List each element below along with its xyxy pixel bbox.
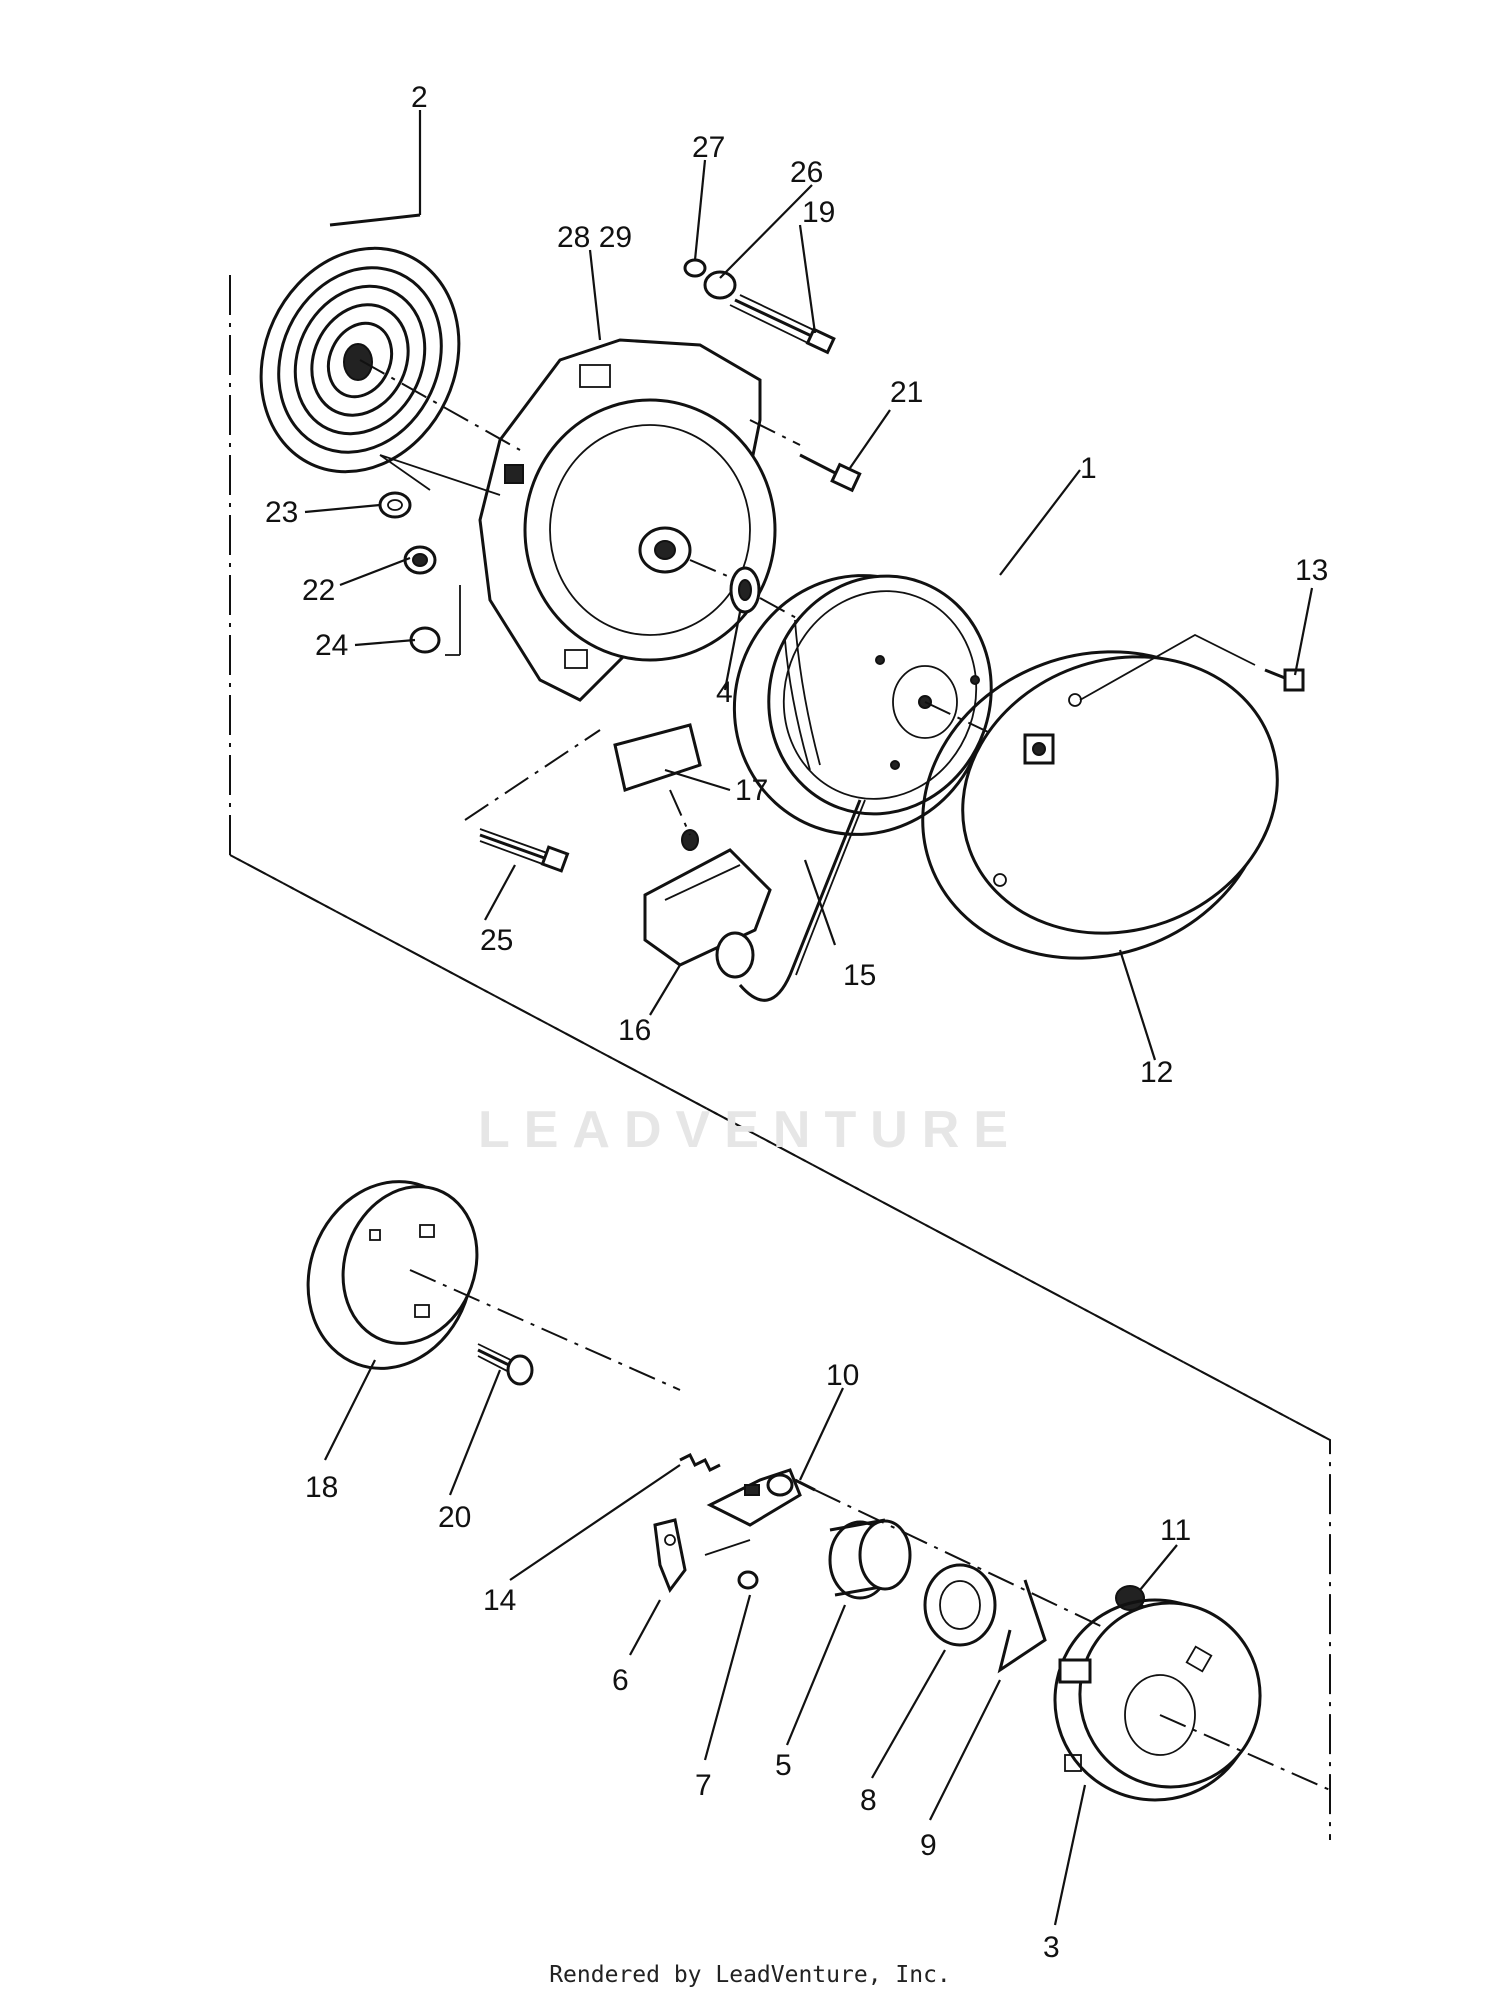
callout-10: 10 [826, 1359, 859, 1392]
washer-8-part [923, 1563, 997, 1647]
callout-2: 2 [411, 81, 428, 114]
starter-rope-part [738, 799, 866, 1002]
assembly-frame [229, 275, 1331, 1840]
callout-20: 20 [438, 1501, 471, 1534]
callout-22: 22 [302, 574, 335, 607]
bolt-21-part [799, 453, 862, 493]
recoil-spring-part [259, 213, 521, 474]
callout-6: 6 [612, 1664, 629, 1697]
fan-case-part [921, 650, 1279, 960]
pin-7-part [737, 1570, 759, 1590]
callout-12: 12 [1140, 1056, 1173, 1089]
sleeve-5-part [828, 1518, 912, 1600]
callout-5: 5 [775, 1749, 792, 1782]
callout-3: 3 [1043, 1931, 1060, 1964]
callout-14: 14 [483, 1584, 516, 1617]
callout-8: 8 [860, 1784, 877, 1817]
callout-26: 26 [790, 156, 823, 189]
callout-7: 7 [695, 1769, 712, 1802]
starter-housing-part [478, 338, 801, 702]
callout-9: 9 [920, 1829, 937, 1862]
drive-plate-part [306, 1180, 479, 1370]
spring-14-part [679, 1452, 721, 1473]
footer-credit: Rendered by LeadVenture, Inc. [549, 1962, 951, 1988]
callout-23: 23 [265, 496, 298, 529]
watermark: LEADVENTURE [477, 1101, 1023, 1159]
callout-11: 11 [1160, 1514, 1191, 1547]
bolt-19-part [729, 294, 836, 355]
cap-27-part [683, 258, 707, 278]
callout-13: 13 [1295, 554, 1328, 587]
callout-27: 27 [692, 131, 725, 164]
bolt-13-part [1264, 668, 1305, 692]
bolt-25-part [479, 828, 570, 873]
callout-25: 25 [480, 924, 513, 957]
callout-1: 1 [1080, 452, 1097, 485]
callout-4: 4 [716, 676, 733, 709]
callout-17: 17 [735, 774, 768, 807]
callout-24: 24 [315, 629, 348, 662]
callout-28-29: 28 29 [557, 221, 632, 254]
rope-pulley-part [732, 574, 993, 836]
callout-19: 19 [802, 196, 835, 229]
ratchet-6-part [653, 1518, 687, 1594]
plate-17-part [613, 723, 702, 792]
collar-4-part [729, 566, 761, 614]
leader-lines [304, 110, 1314, 1926]
callout-21: 21 [890, 376, 923, 409]
ratchet-10-part [706, 1468, 816, 1527]
collar-24-part [409, 626, 441, 654]
wire-spring-9-part [997, 1579, 1047, 1674]
bolt-20-part [477, 1343, 534, 1386]
callout-15: 15 [843, 959, 876, 992]
starter-handle-part [643, 829, 772, 979]
cover-plate-3-part [1053, 1598, 1262, 1802]
nut-26-part [703, 270, 737, 300]
washer-23-part [378, 491, 412, 519]
callout-16: 16 [618, 1014, 651, 1047]
bolt-22-part [403, 545, 437, 575]
callout-18: 18 [305, 1471, 338, 1504]
callouts: 1 2 3 4 5 6 7 8 9 10 11 12 13 14 15 16 1… [265, 81, 1328, 1964]
